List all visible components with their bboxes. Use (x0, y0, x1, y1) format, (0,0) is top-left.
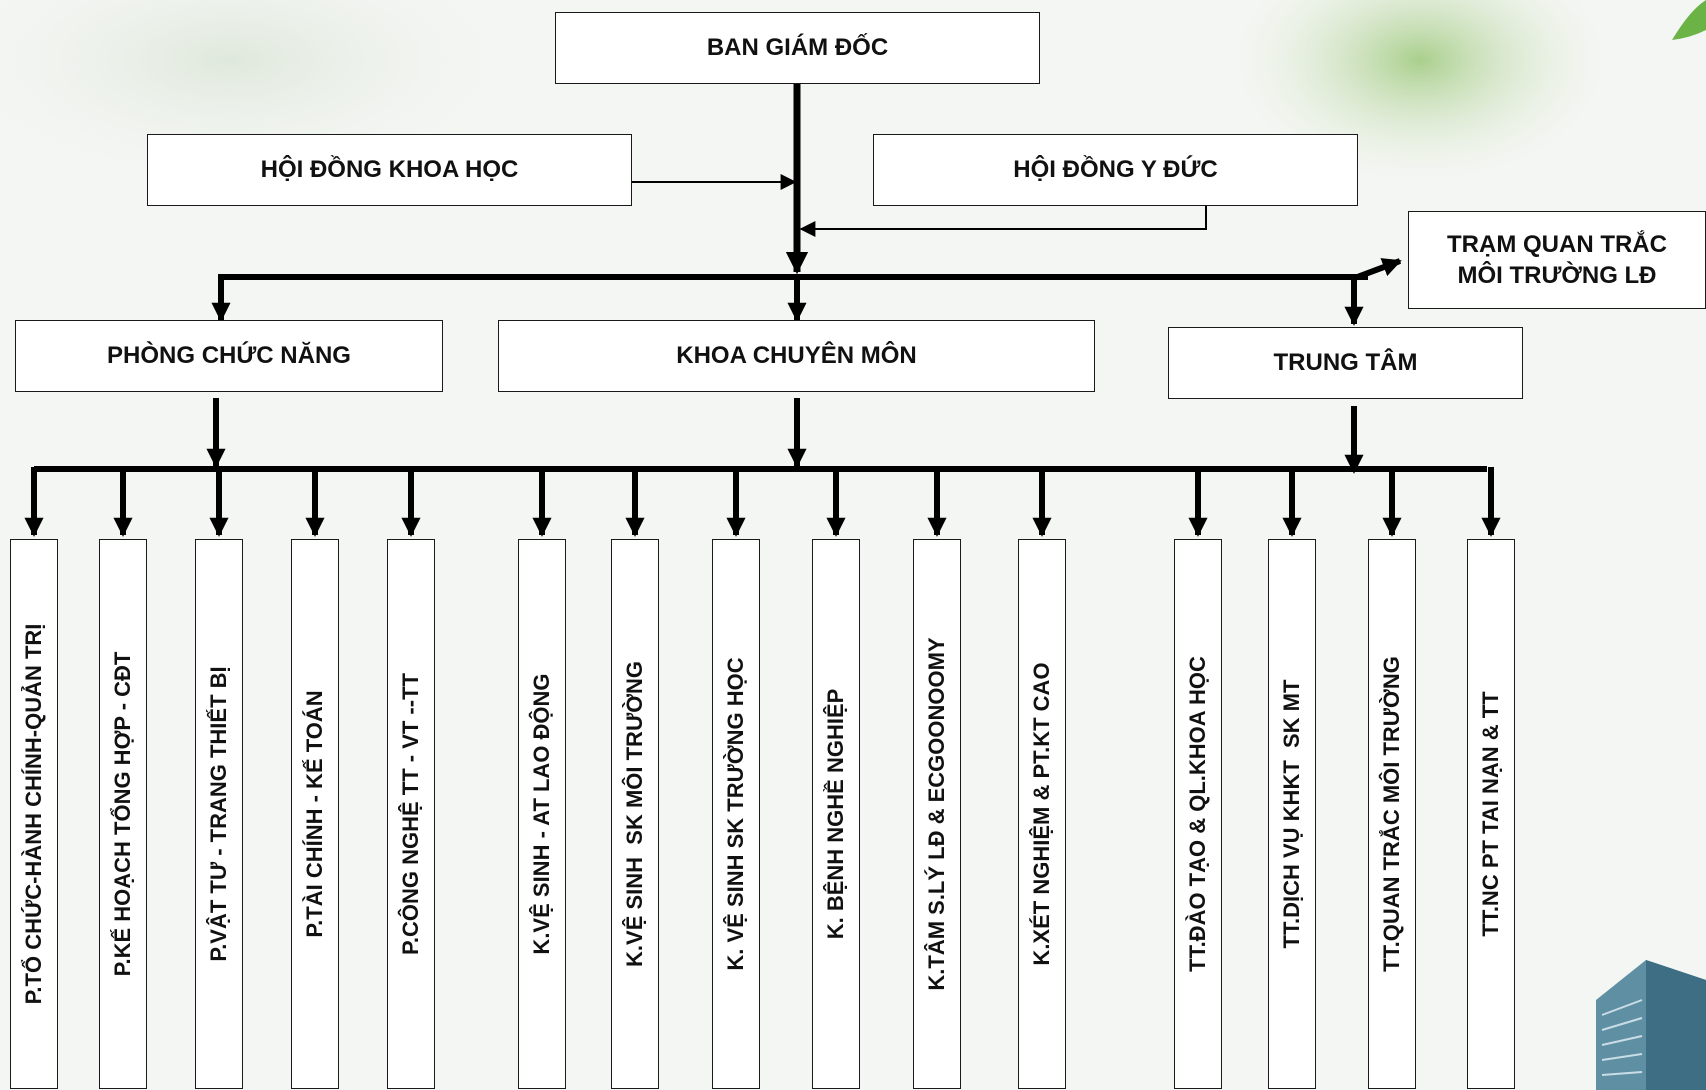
science-council-box: HỘI ĐỒNG KHOA HỌC (147, 134, 632, 206)
unit-box-13: TT.DỊCH VỤ KHKT SK MT (1268, 539, 1316, 1089)
monitoring-station-line2: MÔI TRƯỜNG LĐ (1457, 262, 1657, 289)
monitoring-station-box: TRẠM QUAN TRẮC MÔI TRƯỜNG LĐ (1408, 211, 1706, 309)
unit-box-14: TT.QUAN TRẮC MÔI TRƯỜNG (1368, 539, 1416, 1089)
unit-box-12: TT.ĐÀO TẠO & QL.KHOA HỌC (1174, 539, 1222, 1089)
unit-box-4: P.TÀI CHÍNH - KẾ TOÁN (291, 539, 339, 1089)
unit-label-4: P.TÀI CHÍNH - KẾ TOÁN (302, 690, 327, 938)
unit-box-6: K.VỆ SINH - AT LAO ĐỘNG (518, 539, 566, 1089)
unit-label-11: K.XÉT NGHIỆM & PT.KT CAO (1029, 662, 1054, 966)
unit-label-2: P.KẾ HOẠCH TỔNG HỢP - CĐT (110, 651, 135, 977)
unit-box-15: TT.NC PT TAI NẠN & TT (1467, 539, 1515, 1089)
functional-rooms-box: PHÒNG CHỨC NĂNG (15, 320, 443, 392)
director-label: BAN GIÁM ĐỐC (706, 34, 889, 62)
monitoring-station-line1: TRẠM QUAN TRẮC (1447, 230, 1667, 258)
unit-label-7: K.VỆ SINH SK MÔI TRƯỜNG (622, 661, 647, 967)
centers-label: TRUNG TÂM (1273, 349, 1418, 377)
unit-label-9: K. BỆNH NGHỀ NGHIỆP (823, 688, 848, 940)
unit-box-3: P.VẬT TƯ - TRANG THIẾT BỊ (195, 539, 243, 1089)
unit-box-7: K.VỆ SINH SK MÔI TRƯỜNG (611, 539, 659, 1089)
unit-box-1: P.TỔ CHỨC-HÀNH CHÍNH-QUẢN TRỊ (10, 539, 58, 1089)
unit-box-11: K.XÉT NGHIỆM & PT.KT CAO (1018, 539, 1066, 1089)
specialty-depts-box: KHOA CHUYÊN MÔN (498, 320, 1095, 392)
unit-box-9: K. BỆNH NGHỀ NGHIỆP (812, 539, 860, 1089)
unit-label-8: K. VỆ SINH SK TRƯỜNG HỌC (723, 657, 748, 971)
ethics-council-label: HỘI ĐỒNG Y ĐỨC (1013, 156, 1218, 184)
specialty-depts-label: KHOA CHUYÊN MÔN (676, 342, 917, 370)
unit-label-13: TT.DỊCH VỤ KHKT SK MT (1279, 679, 1304, 949)
unit-box-5: P.CÔNG NGHỆ TT - VT --TT (387, 539, 435, 1089)
unit-box-2: P.KẾ HOẠCH TỔNG HỢP - CĐT (99, 539, 147, 1089)
centers-box: TRUNG TÂM (1168, 327, 1523, 399)
unit-label-12: TT.ĐÀO TẠO & QL.KHOA HỌC (1185, 656, 1210, 972)
unit-box-8: K. VỆ SINH SK TRƯỜNG HỌC (712, 539, 760, 1089)
unit-label-6: K.VỆ SINH - AT LAO ĐỘNG (529, 673, 554, 955)
unit-label-15: TT.NC PT TAI NẠN & TT (1478, 691, 1503, 937)
unit-label-10: K.TÂM S.LÝ LĐ & ECGOONOOMY (924, 637, 949, 991)
unit-label-14: TT.QUAN TRẮC MÔI TRƯỜNG (1379, 656, 1404, 972)
unit-box-10: K.TÂM S.LÝ LĐ & ECGOONOOMY (913, 539, 961, 1089)
ethics-council-box: HỘI ĐỒNG Y ĐỨC (873, 134, 1358, 206)
science-council-label: HỘI ĐỒNG KHOA HỌC (260, 156, 519, 184)
functional-rooms-label: PHÒNG CHỨC NĂNG (107, 342, 351, 370)
unit-label-3: P.VẬT TƯ - TRANG THIẾT BỊ (206, 666, 231, 962)
unit-label-5: P.CÔNG NGHỆ TT - VT --TT (398, 673, 423, 955)
director-box: BAN GIÁM ĐỐC (555, 12, 1040, 84)
unit-label-1: P.TỔ CHỨC-HÀNH CHÍNH-QUẢN TRỊ (21, 623, 46, 1005)
